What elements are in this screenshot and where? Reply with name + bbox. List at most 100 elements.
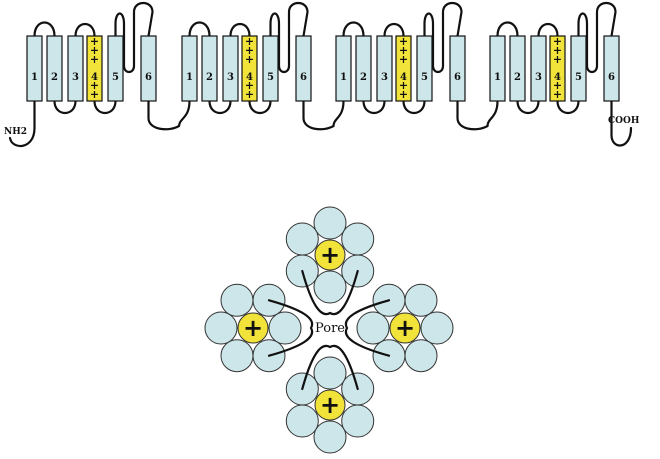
helix-label: 3 bbox=[535, 72, 542, 83]
helix-3 bbox=[530, 35, 547, 102]
helix-circle bbox=[268, 311, 302, 345]
charge-plus: + bbox=[553, 35, 562, 48]
extracellular-loop bbox=[229, 22, 251, 38]
intracellular-loop bbox=[93, 99, 117, 115]
helix-circle bbox=[313, 420, 347, 454]
helix-label: 2 bbox=[514, 72, 521, 83]
helix-label: 4 bbox=[246, 72, 253, 83]
intracellular-loop bbox=[208, 99, 232, 115]
helix-circle bbox=[404, 339, 438, 373]
helix-4 bbox=[86, 35, 103, 102]
helix-1 bbox=[335, 35, 352, 102]
domain-cluster-4: + bbox=[285, 344, 375, 454]
charge-plus: + bbox=[90, 53, 99, 66]
intracellular-loop bbox=[402, 99, 426, 115]
domain-cluster-2: + bbox=[204, 283, 314, 373]
charge-plus: + bbox=[90, 79, 99, 92]
helix-label: 3 bbox=[227, 72, 234, 83]
helix-2 bbox=[509, 35, 526, 102]
charge-plus: + bbox=[553, 79, 562, 92]
helix-label: 1 bbox=[31, 72, 38, 83]
voltage-sensor-circle bbox=[314, 389, 346, 421]
helix-circle bbox=[313, 356, 347, 390]
charge-plus: + bbox=[399, 44, 408, 57]
helix-label: 6 bbox=[454, 72, 461, 83]
voltage-sensor-circle bbox=[314, 239, 346, 271]
helix-5 bbox=[107, 35, 124, 102]
helix-label: 6 bbox=[608, 72, 615, 83]
helix-circle bbox=[356, 311, 390, 345]
helix-circle bbox=[341, 222, 375, 256]
intracellular-loop bbox=[556, 99, 580, 115]
charge-plus: + bbox=[245, 44, 254, 57]
p-loop bbox=[423, 1, 463, 74]
pore-label: Pore bbox=[315, 321, 345, 336]
helix-label: 1 bbox=[186, 72, 193, 83]
helix-2 bbox=[355, 35, 372, 102]
interdomain-linker bbox=[302, 99, 345, 131]
helix-label: 6 bbox=[145, 72, 152, 83]
helix-label: 5 bbox=[421, 72, 428, 83]
intracellular-loop bbox=[248, 99, 272, 115]
helix-label: 4 bbox=[91, 72, 98, 83]
helix-label: 5 bbox=[267, 72, 274, 83]
helix-circle bbox=[220, 283, 254, 317]
charge-plus: + bbox=[320, 241, 340, 269]
p-loop bbox=[577, 1, 617, 74]
helix-circle bbox=[404, 283, 438, 317]
charge-plus: + bbox=[245, 79, 254, 92]
helix-circle bbox=[285, 222, 319, 256]
helix-6 bbox=[449, 35, 466, 102]
extracellular-loop bbox=[33, 21, 56, 38]
helix-label: 6 bbox=[300, 72, 307, 83]
helix-6 bbox=[603, 35, 620, 102]
intracellular-loop bbox=[516, 99, 540, 115]
helix-circle bbox=[313, 270, 347, 304]
helix-circle bbox=[285, 404, 319, 438]
helix-circle bbox=[420, 311, 454, 345]
pore-loop bbox=[301, 269, 359, 316]
c-terminus-label: COOH bbox=[608, 116, 640, 126]
interdomain-linker bbox=[147, 99, 191, 131]
helix-5 bbox=[416, 35, 433, 102]
helix-4 bbox=[241, 35, 258, 102]
helix-label: 1 bbox=[494, 72, 501, 83]
pore-loop bbox=[344, 299, 391, 357]
helix-6 bbox=[295, 35, 312, 102]
charge-plus: + bbox=[399, 88, 408, 101]
charge-plus: + bbox=[399, 35, 408, 48]
helix-label: 3 bbox=[72, 72, 79, 83]
helix-4 bbox=[395, 35, 412, 102]
helix-label: 5 bbox=[112, 72, 119, 83]
charge-plus: + bbox=[399, 53, 408, 66]
charge-plus: + bbox=[245, 35, 254, 48]
helix-2 bbox=[46, 35, 63, 102]
domain-cluster-1: + bbox=[285, 206, 375, 316]
charge-plus: + bbox=[553, 44, 562, 57]
pore-loop bbox=[267, 299, 314, 357]
helix-1 bbox=[26, 35, 43, 102]
voltage-sensor-circle bbox=[237, 312, 269, 344]
extracellular-loop bbox=[496, 21, 519, 38]
charge-plus: + bbox=[399, 79, 408, 92]
charge-plus: + bbox=[395, 314, 415, 342]
n-terminus-label: NH2 bbox=[4, 127, 27, 137]
charge-plus: + bbox=[90, 44, 99, 57]
interdomain-linker bbox=[456, 99, 499, 131]
extracellular-loop bbox=[537, 22, 559, 38]
n-terminal-tail bbox=[8, 99, 36, 148]
helix-label: 2 bbox=[360, 72, 367, 83]
helix-label: 4 bbox=[554, 72, 561, 83]
helix-3 bbox=[67, 35, 84, 102]
helix-label: 2 bbox=[206, 72, 213, 83]
p-loop bbox=[269, 1, 309, 74]
charge-plus: + bbox=[320, 391, 340, 419]
helix-5 bbox=[262, 35, 279, 102]
voltage-sensor-circle bbox=[389, 312, 421, 344]
p-loop bbox=[114, 1, 154, 74]
